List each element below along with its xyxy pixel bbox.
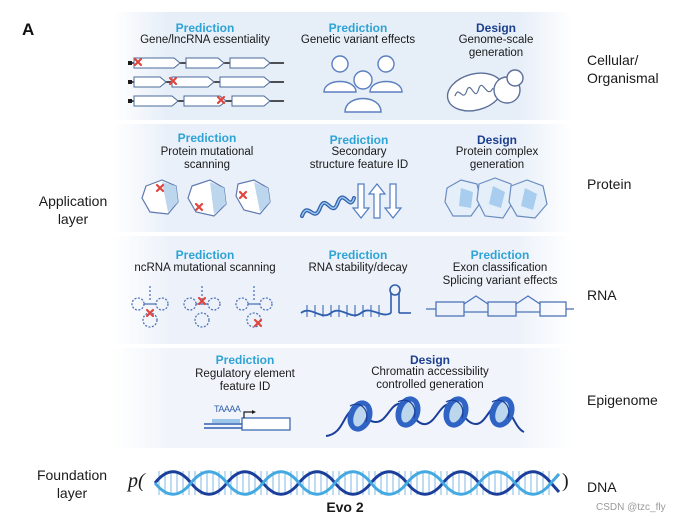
application-layer-label: Application layer <box>38 193 108 227</box>
exon-icon <box>426 295 574 317</box>
row-label-epigenome: Epigenome <box>587 392 658 408</box>
watermark: CSDN @tzc_fly <box>596 502 666 513</box>
cellular-item-1-text: Gene/lncRNA essentiality <box>140 34 270 46</box>
protein-item-3-text: Protein complex generation <box>455 146 539 171</box>
band-rna <box>113 236 573 344</box>
secondary-structure-icon <box>300 183 403 219</box>
band-epigenome <box>113 348 573 448</box>
protein-blob-icon <box>141 179 271 217</box>
foundation-layer-label: Foundation layer <box>36 467 108 501</box>
dna-helix-icon <box>153 470 561 496</box>
cellular-item-2-text: Genetic variant effects <box>300 34 416 46</box>
cellular-item-3-kind: Design <box>475 21 516 35</box>
probability-open: p( <box>128 470 145 492</box>
rna-item-3-kind: Prediction <box>470 248 530 262</box>
mitochondria-icon <box>446 69 524 112</box>
row-label-rna: RNA <box>587 287 617 303</box>
trna-icon <box>131 286 273 328</box>
protein-item-1-text: Protein mutational scanning <box>160 146 254 171</box>
epigenome-item-2-kind: Design <box>409 353 450 367</box>
rna-item-1-kind: Prediction <box>175 248 235 262</box>
rna-item-3-text: Exon classification Splicing variant eff… <box>442 262 558 287</box>
promoter-text: TAAAA <box>214 404 241 414</box>
rna-item-1-text: ncRNA mutational scanning <box>134 262 276 274</box>
epigenome-item-2-text: Chromatin accessibility controlled gener… <box>371 366 489 391</box>
rna-item-2-kind: Prediction <box>328 248 388 262</box>
row-label-cellular: Cellular/ Organismal <box>587 52 659 86</box>
protein-item-1-kind: Prediction <box>177 131 237 145</box>
protein-item-2-kind: Prediction <box>329 133 389 147</box>
gene-track-icon <box>128 57 284 107</box>
cellular-item-2-kind: Prediction <box>328 21 388 35</box>
regulatory-element-icon <box>204 410 291 431</box>
model-name: Evo 2 <box>326 499 364 515</box>
epigenome-item-1-kind: Prediction <box>215 353 275 367</box>
cellular-item-1-kind: Prediction <box>175 21 235 35</box>
cellular-item-3-text: Genome-scale generation <box>458 34 534 59</box>
protein-complex-icon <box>444 177 548 219</box>
panel-letter: A <box>22 20 35 39</box>
probability-close: ) <box>562 470 569 492</box>
nucleosome-icon <box>325 396 525 437</box>
rna-stability-icon <box>300 284 411 317</box>
protein-item-2-text: Secondary structure feature ID <box>309 146 409 171</box>
people-icon <box>323 55 403 113</box>
epigenome-item-1-text: Regulatory element feature ID <box>195 368 295 393</box>
protein-item-3-kind: Design <box>476 133 517 147</box>
row-label-dna: DNA <box>587 479 617 495</box>
rna-item-2-text: RNA stability/decay <box>308 262 408 274</box>
row-label-protein: Protein <box>587 176 632 192</box>
